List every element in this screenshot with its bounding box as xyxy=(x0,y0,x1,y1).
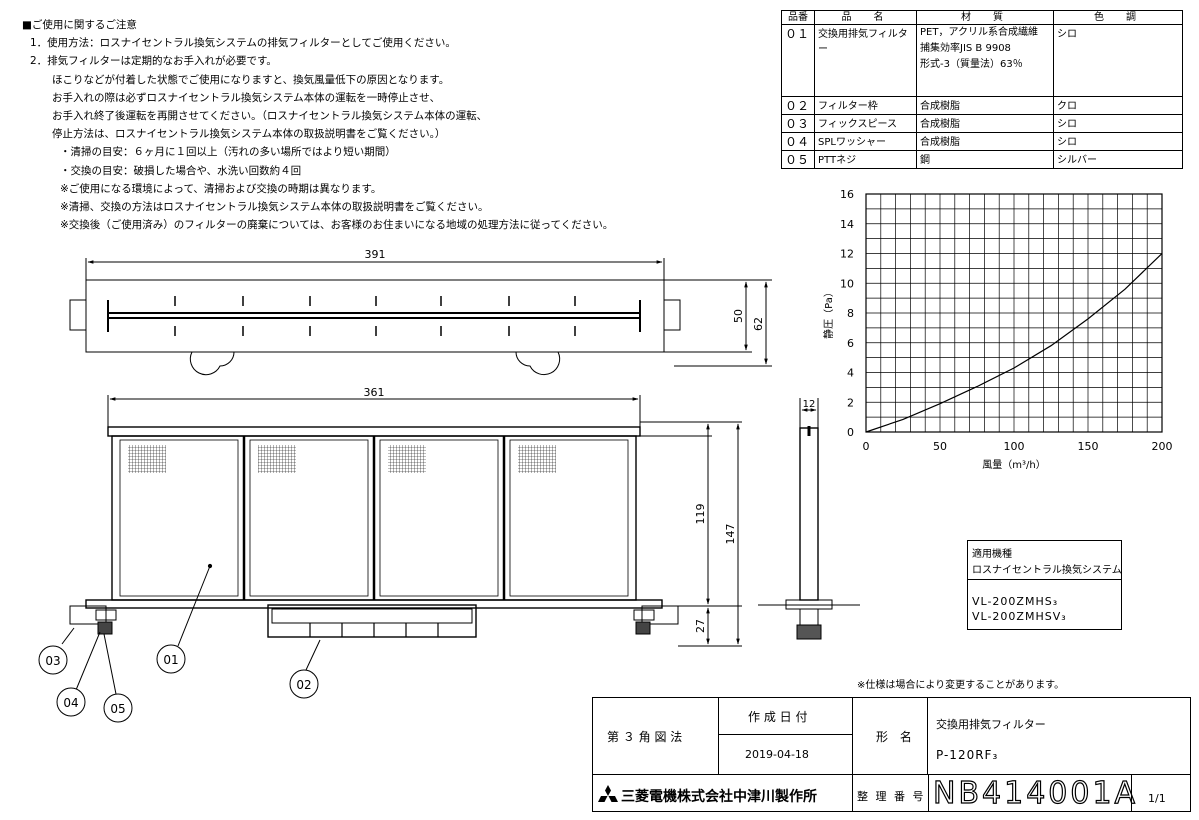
note-line: ・交換の目安：破損した場合や、水洗い回数約４回 xyxy=(60,164,302,177)
callout-04: 04 xyxy=(63,696,78,710)
x-tick-label: 50 xyxy=(933,440,947,453)
x-tick-label: 200 xyxy=(1152,440,1173,453)
product-name: 交換用排気フィルター xyxy=(936,718,1046,731)
model-2: VL-200ZMHSV₃ xyxy=(972,610,1067,623)
model-label: 形 名 xyxy=(876,730,916,744)
table-row: ０４ SPLワッシャー 合成樹脂 シロ xyxy=(781,132,1183,151)
y-tick-label: 6 xyxy=(847,337,854,350)
callouts xyxy=(38,644,319,723)
note-line: ※交換後（ご使用済み）のフィルターの廃棄については、お客様のお住まいになる地域の… xyxy=(60,219,614,232)
note-line: ※ご使用になる環境によって、清掃および交換の時期は異なります。 xyxy=(60,182,382,195)
y-tick-labels: 0 2 4 6 8 10 12 14 16 xyxy=(840,188,854,439)
dim-front-h-outer: 147 xyxy=(724,524,737,545)
dim-front-h-bottom: 27 xyxy=(694,619,707,633)
company-name: 三菱電機株式会社中津川製作所 xyxy=(621,789,817,805)
dim-top-h-inner: 50 xyxy=(732,309,745,323)
model-number: P-120RF₃ xyxy=(936,748,999,762)
callout-05-circle xyxy=(103,693,133,723)
dim-front-width: 361 xyxy=(364,386,385,399)
chart-frame xyxy=(865,193,1163,433)
side-view xyxy=(758,398,860,640)
dimension-labels: 391 50 62 361 119 147 27 12 xyxy=(364,248,816,633)
callout-02-circle xyxy=(289,669,319,699)
docno-label: 整 理 番 号 xyxy=(857,790,926,803)
note-line: 停止方法は、ロスナイセントラル換気システム本体の取扱説明書をご覧ください。） xyxy=(52,128,446,141)
note-line: 1．使用方法：ロスナイセントラル換気システムの排気フィルターとしてご使用ください… xyxy=(30,37,456,50)
callout-labels: 03 01 02 04 05 xyxy=(45,653,311,716)
projection-method: 第 ３ 角 図 法 xyxy=(607,730,683,744)
parts-table: 品番 品 名 材 質 色 調 ０１ 交換用排気フィルター PET，アクリル系合成… xyxy=(781,10,1183,169)
dim-top-width: 391 xyxy=(365,248,386,261)
callout-03-circle xyxy=(38,645,68,675)
dim-side-width: 12 xyxy=(803,399,816,410)
top-view xyxy=(69,258,772,376)
notes-heading: ■ご使用に関するご注意 xyxy=(22,19,137,31)
material-line: PET，アクリル系合成繊維 xyxy=(920,27,1038,38)
material-line: 形式-3（質量法）63％ xyxy=(920,59,1023,70)
x-axis-label: 風量（m³/h） xyxy=(982,459,1045,471)
callout-03: 03 xyxy=(45,654,60,668)
part-color: シルバー xyxy=(1053,150,1183,169)
y-tick-label: 12 xyxy=(840,248,854,261)
y-tick-label: 10 xyxy=(840,277,854,290)
part-name: 交換用排気フィルター xyxy=(814,24,917,97)
part-no: ０２ xyxy=(781,96,815,115)
y-tick-label: 16 xyxy=(840,188,854,201)
note-line: お手入れ終了後運転を再開させてください。（ロスナイセントラル換気システム本体の運… xyxy=(52,109,488,122)
sheet-number: 1/1 xyxy=(1148,792,1166,805)
dim-front-h-inner: 119 xyxy=(694,504,707,525)
callout-04-circle xyxy=(56,687,86,717)
creation-date: 2019-04-18 xyxy=(745,748,809,761)
table-row: ０２ フィルター枠 合成樹脂 クロ xyxy=(781,96,1183,115)
table-row: ０１ 交換用排気フィルター PET，アクリル系合成繊維 捕集効率JIS B 99… xyxy=(781,24,1183,97)
y-tick-label: 4 xyxy=(847,367,854,380)
applicable-label: 適用機種 xyxy=(972,549,1012,560)
callout-01: 01 xyxy=(163,653,178,667)
note-line: ほこりなどが付着した状態でご使用になりますと、換気風量低下の原因となります。 xyxy=(52,73,450,86)
mitsubishi-logo-icon xyxy=(597,784,619,808)
y-tick-label: 14 xyxy=(840,218,854,231)
applicable-models-box: 適用機種 ロスナイセントラル換気システム VL-200ZMHS₃ VL-200Z… xyxy=(967,540,1122,630)
applicable-system: ロスナイセントラル換気システム xyxy=(972,565,1122,576)
part-material: 鋼 xyxy=(916,150,1054,169)
title-block: 第 ３ 角 図 法 作 成 日 付 2019-04-18 形 名 交換用排気フィ… xyxy=(592,697,1191,812)
part-no: ０５ xyxy=(781,150,815,169)
y-tick-label: 2 xyxy=(847,396,854,409)
date-label: 作 成 日 付 xyxy=(748,710,808,724)
part-name: PTTネジ xyxy=(814,150,917,169)
part-no: ０３ xyxy=(781,114,815,133)
y-tick-label: 8 xyxy=(847,307,854,320)
note-line: 2．排気フィルターは定期的なお手入れが必要です。 xyxy=(30,55,277,68)
front-view xyxy=(61,395,742,695)
x-tick-label: 150 xyxy=(1078,440,1099,453)
x-tick-label: 0 xyxy=(863,440,870,453)
document-number: NB414001A xyxy=(932,775,1139,811)
part-no: ０１ xyxy=(781,24,815,97)
model-1: VL-200ZMHS₃ xyxy=(972,595,1059,608)
y-axis-label: 静圧（Pa） xyxy=(822,287,835,339)
y-tick-label: 0 xyxy=(847,426,854,439)
chart-grid xyxy=(866,194,1162,432)
note-line: お手入れの際は必ずロスナイセントラル換気システム本体の運転を一時停止させ、 xyxy=(52,91,441,104)
dim-top-h-outer: 62 xyxy=(752,317,765,331)
callout-05: 05 xyxy=(110,702,125,716)
callout-01-circle xyxy=(156,644,186,674)
callout-02: 02 xyxy=(296,678,311,692)
note-line: ※清掃、交換の方法はロスナイセントラル換気システム本体の取扱説明書をご覧ください… xyxy=(60,200,489,213)
material-line: 捕集効率JIS B 9908 xyxy=(920,43,1011,54)
table-row: ０５ PTTネジ 鋼 シルバー xyxy=(781,150,1183,169)
usage-notes: ■ご使用に関するご注意 1．使用方法：ロスナイセントラル換気システムの排気フィル… xyxy=(22,16,613,234)
note-line: ・清掃の目安：６ヶ月に１回以上（汚れの多い場所ではより短い期間） xyxy=(60,146,396,159)
x-tick-labels: 0 50 100 150 200 xyxy=(863,440,1173,453)
pressure-curve xyxy=(865,253,1163,433)
pressure-flow-chart: 0 2 4 6 8 10 12 14 16 0 50 100 150 200 風量（m³/h） 静圧（P… xyxy=(822,188,1173,471)
x-tick-label: 100 xyxy=(1004,440,1025,453)
spec-note: ※仕様は場合により変更することがあります。 xyxy=(857,680,1065,691)
